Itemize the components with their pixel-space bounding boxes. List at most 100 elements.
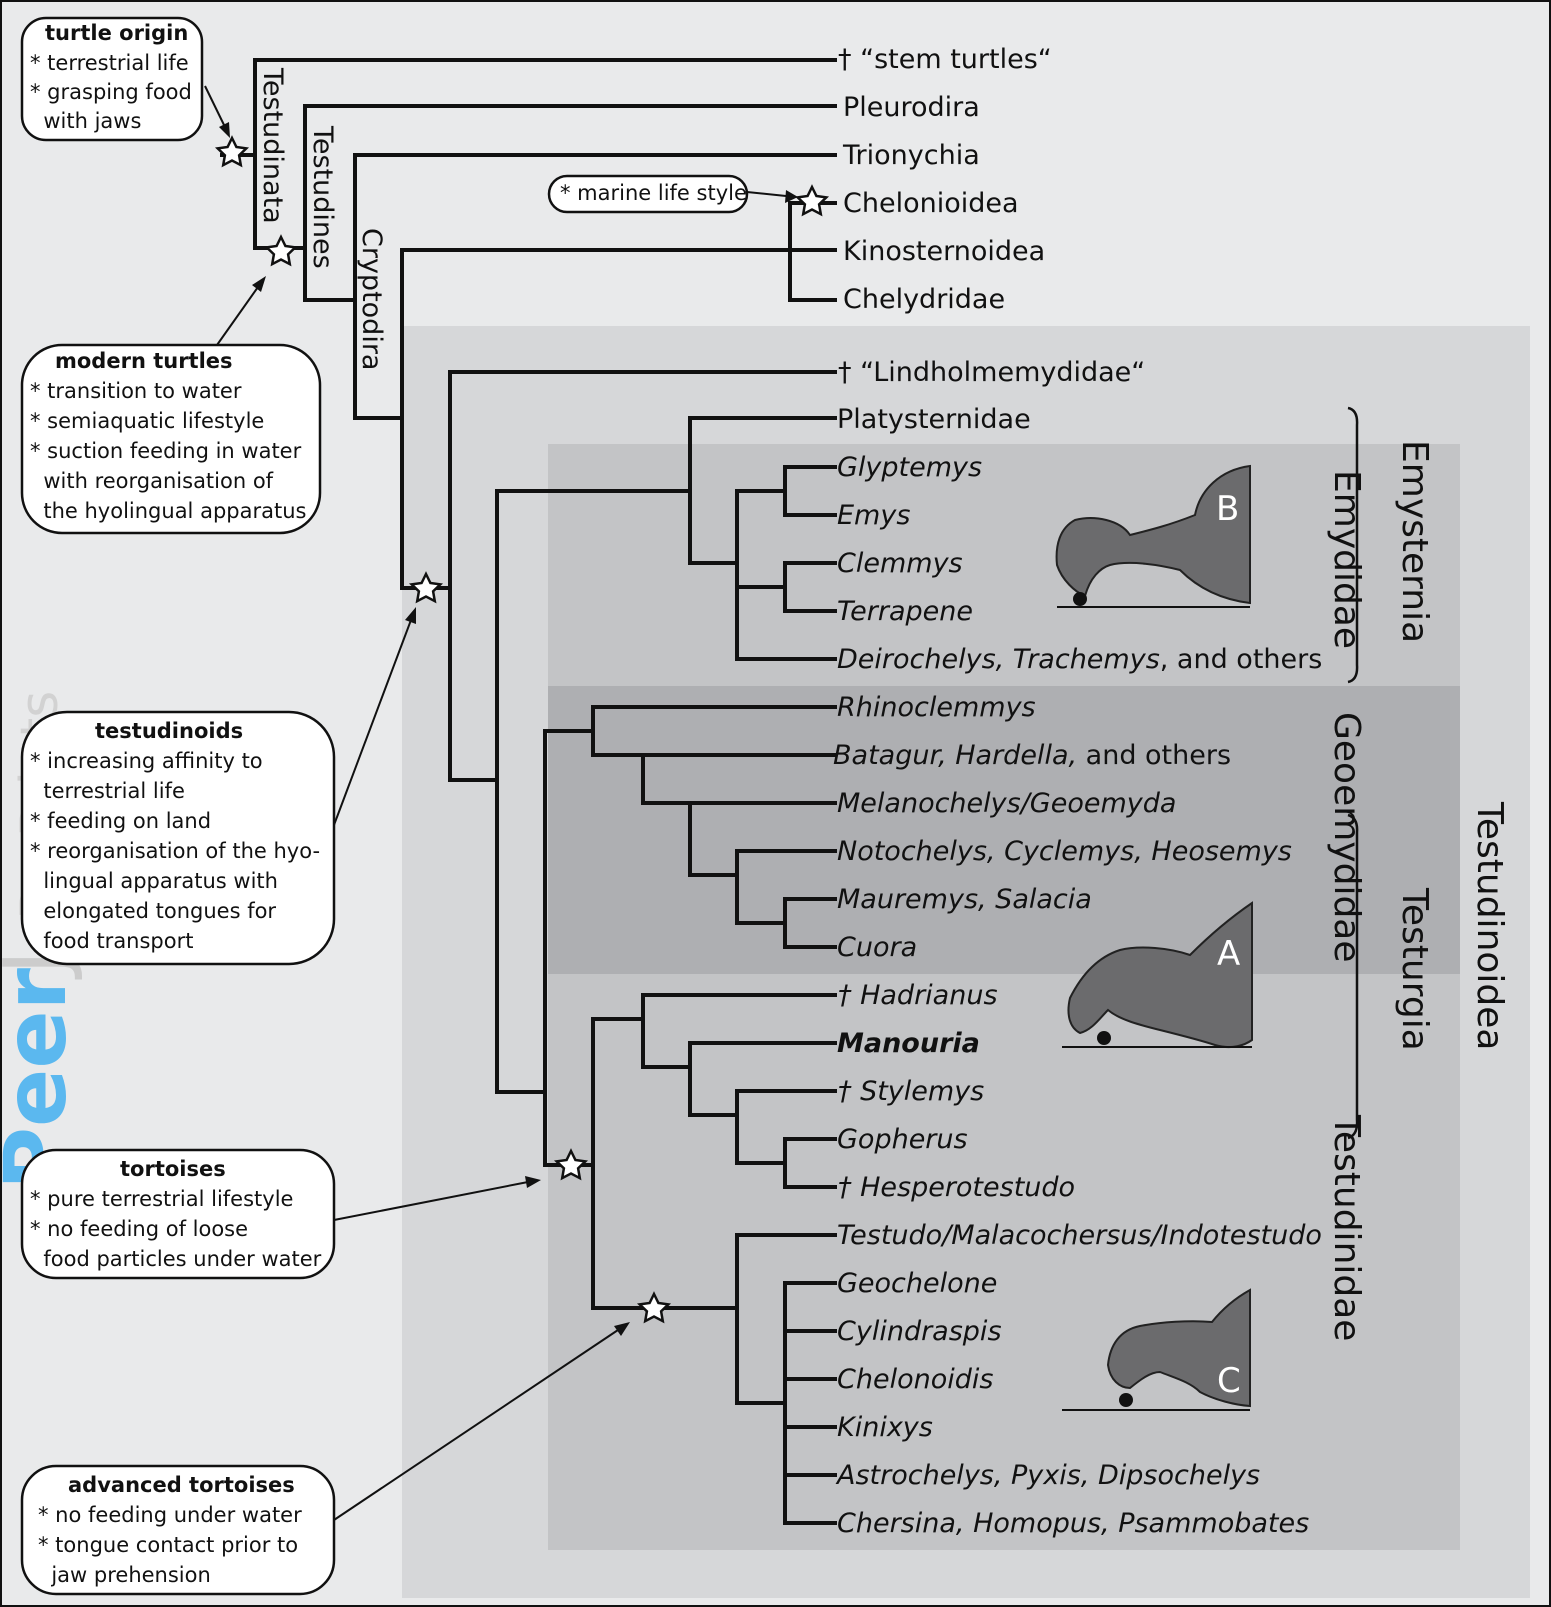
annotation-line: lingual apparatus with [30, 869, 278, 893]
taxon-label-suffix: and others [1077, 740, 1231, 771]
annotation-line: * semiaquatic lifestyle [30, 409, 264, 433]
clade-cryptodira: Cryptodira [356, 228, 387, 370]
taxon-label: Platysternidae [837, 404, 1031, 435]
taxon-label: † “stem turtles“ [838, 44, 1052, 75]
annotation-line: terrestrial life [30, 779, 185, 803]
taxon-label: Batagur, Hardella, and others [833, 740, 1231, 771]
clade-emydidae: Emydidae [1326, 470, 1367, 649]
annotation-line: * transition to water [30, 379, 242, 403]
taxon-label: Chersina, Homopus, Psammobates [837, 1508, 1309, 1539]
annotation-line: * increasing affinity to [30, 749, 263, 773]
annotation-line: food transport [30, 929, 193, 953]
annotation-arrows [204, 85, 798, 1521]
annotation-turtle-origin: turtle origin * terrestrial life * grasp… [20, 16, 204, 142]
taxon-label: Trionychia [842, 140, 980, 171]
annotation-line: * pure terrestrial lifestyle [30, 1187, 293, 1211]
annotation-line: * grasping food [30, 80, 192, 104]
turtle-figure-c: C [1062, 1288, 1251, 1411]
panel-letter-b: B [1216, 489, 1239, 529]
clade-geoemydidae: Geoemydidae [1326, 712, 1367, 963]
turtle-c-icon [1106, 1288, 1251, 1408]
annotation-line: jaw prehension [38, 1563, 211, 1587]
taxon-label: Notochelys, Cyclemys, Heosemys [837, 836, 1292, 867]
taxon-label-italic: Deirochelys, Trachemys [837, 644, 1160, 675]
taxon-label-suffix: , and others [1160, 644, 1323, 675]
annotation-tortoises: tortoises * pure terrestrial lifestyle *… [20, 1148, 336, 1280]
taxon-label: Rhinoclemmys [837, 692, 1036, 723]
taxon-label-italic: Batagur, Hardella, [833, 740, 1077, 771]
taxon-label: Chelonioidea [843, 188, 1019, 219]
annotation-line: the hyolingual apparatus [30, 499, 306, 523]
taxon-label: Emys [837, 500, 910, 531]
taxon-label: Cylindraspis [837, 1316, 1002, 1347]
star-icon [214, 135, 250, 168]
taxon-label: Deirochelys, Trachemys, and others [837, 644, 1322, 675]
annotation-advanced-tortoises: advanced tortoises * no feeding under wa… [20, 1464, 336, 1596]
annotation-line: * no feeding of loose [30, 1217, 248, 1241]
annotation-marine-text: * marine life style [560, 181, 747, 205]
star-icon [636, 1291, 672, 1324]
taxon-label: Kinosternoidea [843, 236, 1045, 267]
taxon-label: † Hesperotestudo [838, 1172, 1075, 1203]
taxon-label: † Stylemys [838, 1076, 984, 1107]
turtle-figure-a: A [1062, 901, 1253, 1049]
annotation-marine: * marine life style [547, 174, 749, 214]
taxon-label: Kinixys [837, 1412, 933, 1443]
taxon-label: Geochelone [837, 1268, 997, 1299]
turtle-a-icon [1067, 901, 1253, 1049]
clade-emysternia: Emysternia [1394, 440, 1435, 643]
annotation-modern-turtles: modern turtles * transition to water * s… [20, 343, 322, 535]
annotation-line: with jaws [30, 109, 141, 133]
taxon-label: Manouria [837, 1028, 980, 1059]
annotation-title: modern turtles [55, 349, 233, 373]
tree-branches [220, 58, 837, 1525]
annotation-line: elongated tongues for [30, 899, 276, 923]
taxon-label: Clemmys [837, 548, 963, 579]
taxon-label: Gopherus [837, 1124, 968, 1155]
annotation-title: testudinoids [95, 719, 243, 743]
annotation-title: tortoises [120, 1157, 226, 1181]
annotation-line: food particles under water [30, 1247, 322, 1271]
turtle-figure-b: B [1055, 464, 1251, 608]
taxon-label: Mauremys, Salacia [837, 884, 1092, 915]
clade-labels: Testudinata Testudines Cryptodira Emyste… [257, 67, 1510, 1341]
clade-testudinoidea: Testudinoidea [1469, 801, 1510, 1050]
clade-testudinata: Testudinata [257, 67, 288, 224]
taxon-label: Melanochelys/Geoemyda [837, 788, 1176, 819]
annotation-line: * feeding on land [30, 809, 211, 833]
taxon-label: † “Lindholmemydidae“ [838, 357, 1145, 388]
taxon-label: Astrochelys, Pyxis, Dipsochelys [835, 1460, 1260, 1491]
taxon-label: Cuora [837, 932, 917, 963]
panel-testudinidae [548, 974, 1460, 1550]
annotation-testudinoids: testudinoids * increasing affinity to te… [20, 710, 336, 966]
annotation-line: * terrestrial life [30, 51, 189, 75]
taxon-label: Chelydridae [843, 284, 1005, 315]
turtle-b-icon [1055, 464, 1251, 605]
annotation-title: turtle origin [45, 21, 188, 45]
taxon-label: Chelonoidis [837, 1364, 993, 1395]
bracket-emysternia [1347, 406, 1359, 684]
taxon-label: Pleurodira [843, 92, 980, 123]
food-particle [1073, 592, 1087, 606]
star-icon [263, 234, 299, 267]
clade-testurgia: Testurgia [1394, 887, 1435, 1051]
food-particle [1097, 1031, 1111, 1045]
annotation-title: advanced tortoises [68, 1473, 295, 1497]
clade-testudinidae: Testudinidae [1326, 1114, 1367, 1341]
taxon-label: † Hadrianus [838, 980, 998, 1011]
taxon-labels: † “stem turtles“ Pleurodira Trionychia C… [833, 44, 1322, 1539]
panel-letter-a: A [1217, 934, 1240, 974]
bracket-testurgia [1347, 813, 1359, 1140]
annotation-line: with reorganisation of [30, 469, 274, 493]
annotation-line: * reorganisation of the hyo- [30, 839, 320, 863]
annotation-line: * no feeding under water [38, 1503, 302, 1527]
food-particle [1119, 1393, 1133, 1407]
star-icon [553, 1148, 589, 1181]
node-stars [214, 135, 830, 1324]
annotation-line: * tongue contact prior to [38, 1533, 298, 1557]
star-icon [408, 571, 444, 604]
panel-letter-c: C [1217, 1361, 1241, 1401]
taxon-label: Glyptemys [837, 452, 982, 483]
taxon-label: Testudo/Malacochersus/Indotestudo [837, 1220, 1322, 1251]
